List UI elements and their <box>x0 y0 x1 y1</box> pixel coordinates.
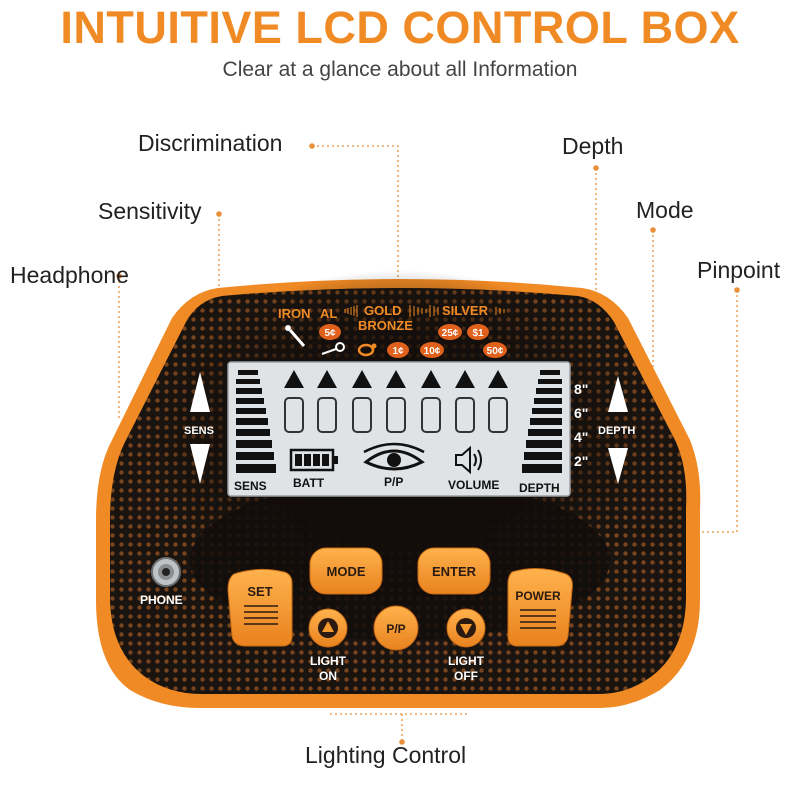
nail-icon <box>288 329 306 347</box>
coin-10c: 10¢ <box>424 346 441 357</box>
coin-50c: 50¢ <box>487 346 504 357</box>
enter-button[interactable]: ENTER <box>417 547 491 595</box>
callout-sensitivity: Sensitivity <box>98 198 202 224</box>
depth-up-arrow-icon <box>608 376 628 412</box>
scale-gold: GOLD <box>364 303 402 318</box>
svg-text:6": 6" <box>574 405 588 421</box>
callout-discrimination: Discrimination <box>138 130 283 156</box>
battery-icon <box>289 448 338 472</box>
side-depth-label: DEPTH <box>598 425 635 437</box>
headphone-jack[interactable] <box>151 557 181 587</box>
light-on-label-1: LIGHT <box>310 654 347 668</box>
coin-1c: 1¢ <box>392 346 404 357</box>
coin-badges: 5¢ 1¢ 10¢ 25¢ $1 50¢ <box>319 324 507 358</box>
set-button[interactable]: SET <box>227 568 293 647</box>
light-on-label-2: ON <box>319 669 337 683</box>
callout-mode: Mode <box>636 197 694 223</box>
set-button-label: SET <box>247 584 272 599</box>
ring-icon <box>357 343 377 357</box>
key-icon <box>321 342 345 355</box>
phone-label: PHONE <box>140 593 183 607</box>
light-off-button[interactable] <box>446 608 486 648</box>
callout-depth: Depth <box>562 133 624 159</box>
depth-bar-graph <box>522 370 562 473</box>
pinpoint-button[interactable]: P/P <box>373 605 419 651</box>
callout-lighting-control: Lighting Control <box>305 742 467 768</box>
coin-5c: 5¢ <box>324 328 336 339</box>
light-on-button[interactable] <box>308 608 348 648</box>
scale-bronze: BRONZE <box>358 318 413 333</box>
mode-button[interactable]: MODE <box>309 547 383 595</box>
svg-text:2": 2" <box>574 453 588 469</box>
scale-iron: IRON <box>278 306 311 321</box>
pinpoint-button-label: P/P <box>386 622 405 636</box>
light-off-label-1: LIGHT <box>448 654 485 668</box>
speaker-icon <box>455 445 482 475</box>
side-sens-label: SENS <box>184 425 214 437</box>
depth-down-arrow-icon <box>608 448 628 484</box>
down-triangle-icon <box>460 624 472 635</box>
scale-al: AL <box>320 306 337 321</box>
page-subtitle: Clear at a glance about all Information <box>222 58 578 81</box>
target-id-segments <box>284 370 508 433</box>
lcd-sens-label: SENS <box>234 479 267 493</box>
light-off-label-2: OFF <box>454 669 478 683</box>
up-triangle-icon <box>322 621 334 632</box>
lcd-batt-label: BATT <box>293 476 325 490</box>
sens-bar-graph <box>236 370 276 473</box>
sens-down-arrow-icon <box>190 444 210 484</box>
lcd-depth-label: DEPTH <box>519 481 560 495</box>
scale-silver: SILVER <box>442 303 489 318</box>
callout-headphone: Headphone <box>10 262 129 288</box>
callout-pinpoint: Pinpoint <box>697 257 781 283</box>
eye-icon <box>363 442 425 471</box>
svg-text:8": 8" <box>574 381 588 397</box>
metal-scale: IRON AL GOLD BRONZE SILVER <box>278 303 489 333</box>
lcd-pp-label: P/P <box>384 475 403 489</box>
lcd-volume-label: VOLUME <box>448 478 499 492</box>
mode-button-label: MODE <box>327 564 366 579</box>
power-button-label: POWER <box>515 589 561 603</box>
enter-button-label: ENTER <box>432 564 477 579</box>
power-button[interactable]: POWER <box>507 568 573 647</box>
scale-wave-lines <box>344 305 505 317</box>
coin-1-dollar: $1 <box>472 328 484 339</box>
svg-text:4": 4" <box>574 429 588 445</box>
page-title: INTUITIVE LCD CONTROL BOX <box>60 2 740 53</box>
sens-up-arrow-icon <box>190 372 210 412</box>
depth-marks: 8" 6" 4" 2" <box>574 381 588 469</box>
coin-25c: 25¢ <box>442 328 459 339</box>
